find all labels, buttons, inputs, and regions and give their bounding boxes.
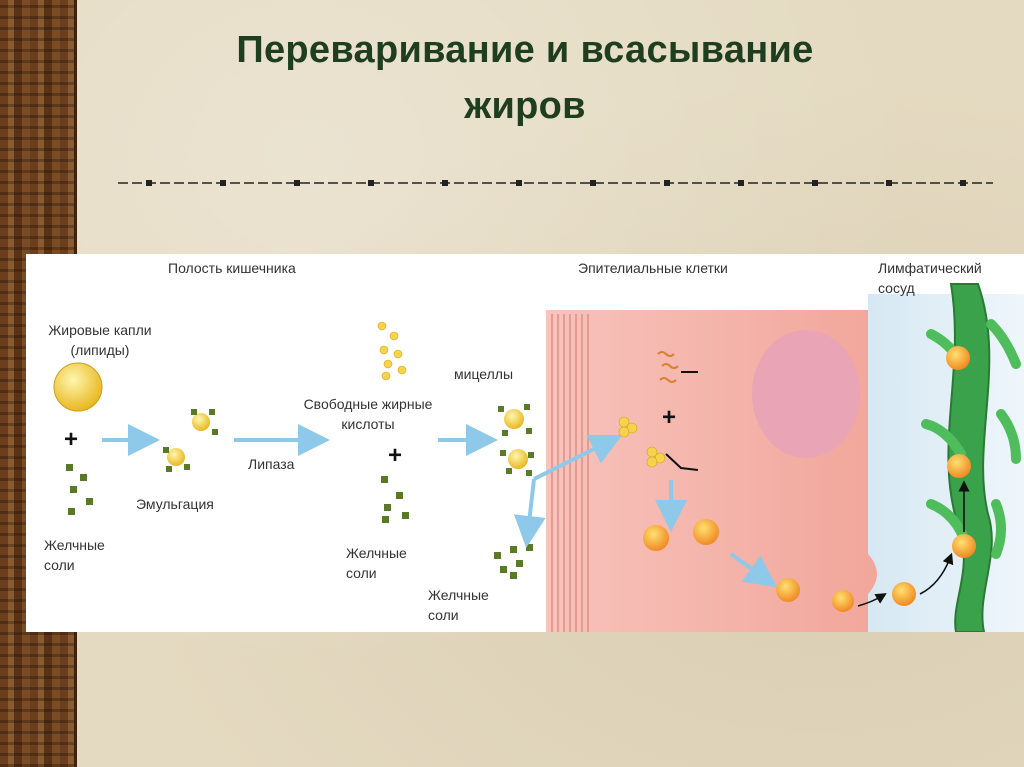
micelles <box>498 404 534 476</box>
bile-salts-group-2 <box>381 476 409 523</box>
label-lymphatic-vessel: Лимфатический сосуд <box>878 258 982 298</box>
slide-title: Переваривание и всасывание жиров <box>120 22 930 134</box>
bile-salts-group-1 <box>66 464 93 515</box>
label-ffa-line-1: Свободные жирные <box>303 396 433 412</box>
label-bile-salts-1-line-2: соли <box>44 557 75 573</box>
label-lymphatic-line-1: Лимфатический <box>878 260 982 276</box>
cell-nucleus <box>752 330 860 458</box>
transport-arrows <box>857 480 970 607</box>
label-bile-salts-1-line-1: Желчные <box>44 537 105 553</box>
label-epithelial-cells: Эпителиальные клетки <box>578 260 728 276</box>
label-fat-droplets: Жировые капли (липиды) <box>30 320 170 360</box>
title-line-1: Переваривание и всасывание <box>236 29 814 71</box>
label-emulsification: Эмульгация <box>136 496 214 512</box>
label-bile-salts-3: Желчные соли <box>428 585 489 625</box>
title-line-2: жиров <box>464 85 586 127</box>
label-intestinal-cavity: Полость кишечника <box>168 260 296 276</box>
label-bile-salts-2-line-2: соли <box>346 565 377 581</box>
epithelial-cell-layer <box>546 310 868 632</box>
label-bile-salts-3-line-2: соли <box>428 607 459 623</box>
dashed-divider <box>118 180 993 186</box>
emulsified-droplets <box>163 409 218 472</box>
plus-sign-1: + <box>64 426 79 453</box>
label-bile-salts-3-line-1: Желчные <box>428 587 489 603</box>
label-fat-droplets-line-2: (липиды) <box>70 342 130 358</box>
plus-sign-3: + <box>662 404 677 431</box>
chylomicrons <box>643 346 976 612</box>
lymphatic-region <box>868 283 1024 632</box>
bile-salts-group-3 <box>494 544 533 579</box>
fat-droplet <box>53 362 103 412</box>
fatty-acid-chains <box>657 351 679 383</box>
label-ffa-line-2: кислоты <box>341 416 395 432</box>
label-bile-salts-2-line-1: Желчные <box>346 545 407 561</box>
plus-sign-2: + <box>388 442 403 469</box>
label-free-fatty-acids: Свободные жирные кислоты <box>280 394 456 434</box>
process-arrows <box>102 424 777 588</box>
label-bile-salts-2: Желчные соли <box>346 543 407 583</box>
label-lipase: Липаза <box>248 456 295 472</box>
absorbed-lipids <box>618 416 666 468</box>
digestion-diagram: Полость кишечника Эпителиальные клетки Л… <box>26 254 1024 632</box>
label-fat-droplets-line-1: Жировые капли <box>48 322 152 338</box>
label-micelles: мицеллы <box>454 366 514 382</box>
label-lymphatic-line-2: сосуд <box>878 280 915 296</box>
label-bile-salts-1: Желчные соли <box>44 535 105 575</box>
free-fatty-acids <box>377 321 407 381</box>
